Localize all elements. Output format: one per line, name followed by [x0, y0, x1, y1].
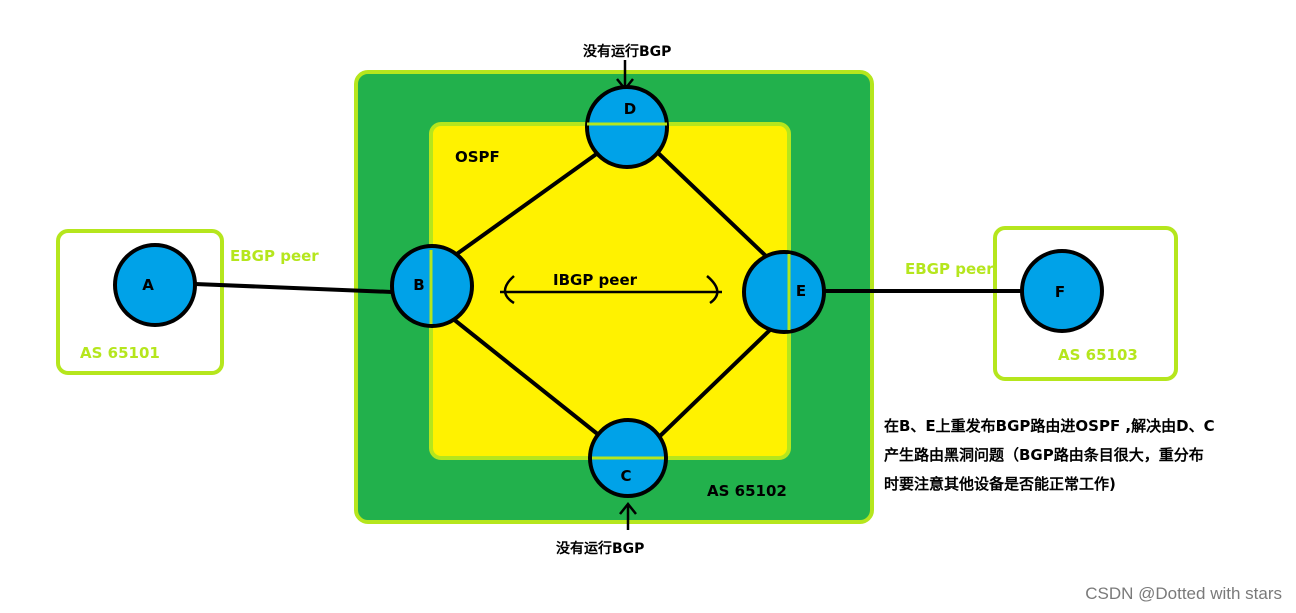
ebgp-right-label: EBGP peer	[905, 260, 994, 278]
node-c-label: C	[620, 467, 631, 485]
as-65101-label: AS 65101	[80, 344, 160, 362]
link-d-e	[653, 148, 770, 260]
node-e-label: E	[796, 282, 806, 300]
solution-line: 在B、E上重发布BGP路由进OSPF ,解决由D、C	[884, 417, 1215, 435]
node-f	[1020, 249, 1104, 333]
link-c-e	[658, 326, 774, 438]
ospf-label: OSPF	[455, 148, 500, 166]
as-65103-label: AS 65103	[1058, 346, 1138, 364]
as-65101-box	[56, 229, 224, 375]
solution-note: 在B、E上重发布BGP路由进OSPF ,解决由D、C 产生路由黑洞问题（BGP路…	[884, 412, 1264, 499]
ibgp-arrow	[500, 275, 722, 305]
node-a	[113, 243, 197, 327]
ebgp-left-label: EBGP peer	[230, 247, 319, 265]
node-b-label: B	[413, 276, 424, 294]
c-note-label: 没有运行BGP	[556, 540, 644, 557]
as-65102-label: AS 65102	[707, 482, 787, 500]
solution-line: 时要注意其他设备是否能正常工作)	[884, 475, 1116, 493]
d-note-label: 没有运行BGP	[583, 43, 671, 60]
ibgp-label: IBGP peer	[553, 271, 638, 289]
node-d	[585, 85, 669, 169]
node-d-label: D	[624, 100, 636, 118]
c-note-arrow	[619, 501, 637, 530]
node-f-label: F	[1055, 283, 1065, 301]
link-b-d	[452, 148, 604, 258]
as-65103-box	[993, 226, 1178, 381]
solution-line: 产生路由黑洞问题（BGP路由条目很大，重分布	[884, 446, 1204, 464]
link-b-c	[450, 316, 602, 438]
node-a-label: A	[142, 276, 154, 294]
link-a-b	[194, 282, 393, 294]
watermark: CSDN @Dotted with stars	[1085, 584, 1282, 603]
node-e	[742, 250, 826, 334]
